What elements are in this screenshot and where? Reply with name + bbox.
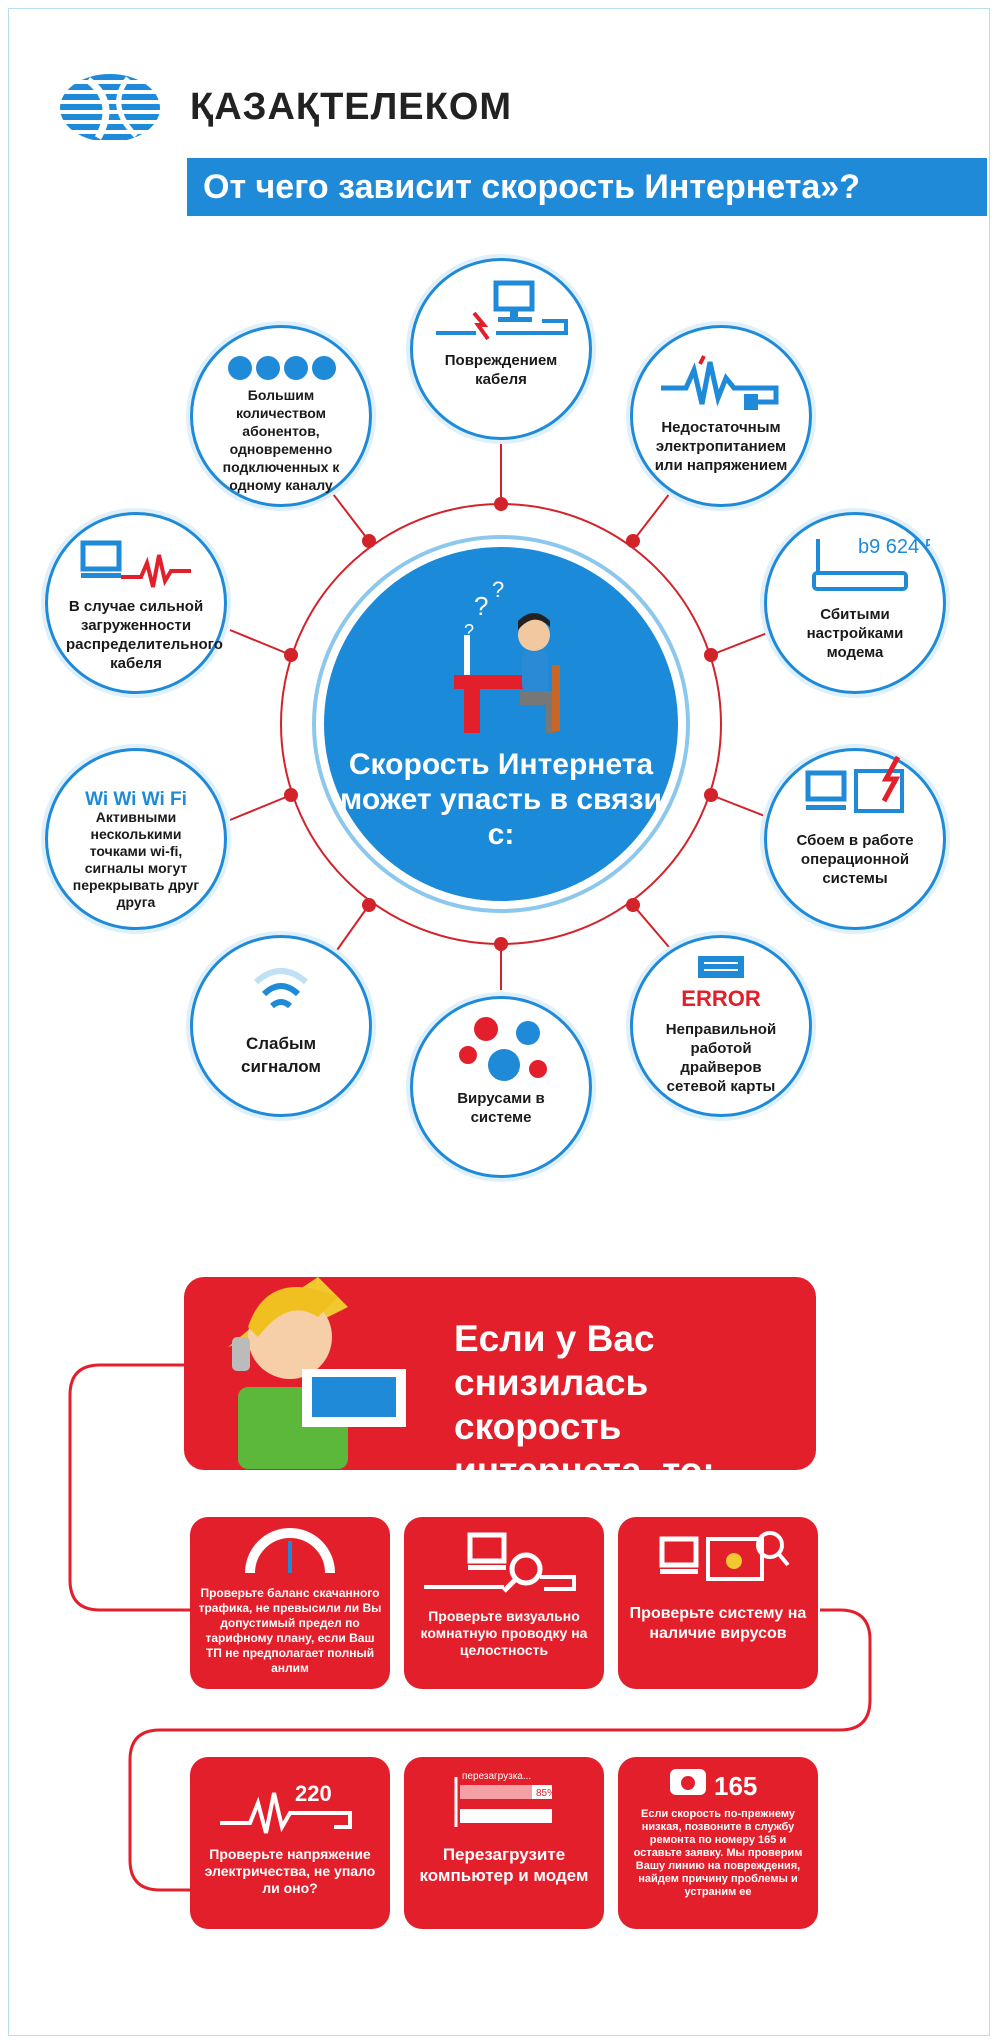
action-label: Проверьте баланс скачанного трафика, не …: [198, 1586, 382, 1675]
center-circle: ? ? ? Скорость Интернета может упасть в …: [316, 539, 686, 909]
action-traffic: Проверьте баланс скачанного трафика, не …: [190, 1517, 390, 1689]
cause-cable-load: В случае сильной загруженности распредел…: [45, 512, 227, 694]
cause-driver-error: ERROR Неправильной работой драйверов сет…: [630, 935, 812, 1117]
action-wiring: Проверьте визуально комнатную проводку н…: [404, 1517, 604, 1689]
modem-glyph: b9 624 5: [858, 536, 930, 558]
action-label: Проверьте напряжение электричества, не у…: [204, 1846, 376, 1896]
speedometer-icon: [245, 1528, 335, 1574]
phone-icon: 165: [670, 1769, 757, 1801]
cause-label: В случае сильной загруженности распредел…: [66, 598, 223, 672]
brand-name: ҚАЗАҚТЕЛЕКОМ: [190, 86, 513, 128]
person-phone-icon: [228, 1277, 406, 1469]
wifi-weak-icon: [254, 968, 308, 1009]
action-header: Если у Вас снизилась скорость интернета,…: [184, 1277, 816, 1491]
svg-text:?: ?: [474, 591, 488, 621]
page-title: От чего зависит скорость Интернета»?: [187, 158, 987, 216]
globe-icon: [60, 74, 160, 140]
center-text: Скорость Интернета может упасть в связи …: [340, 748, 662, 851]
action-voltage: 220 Проверьте напряжение электричества, …: [190, 1757, 390, 1929]
cause-cable-damage: Повреждением кабеля: [410, 258, 592, 440]
voltage-glyph: 220: [295, 1781, 332, 1806]
action-reboot: перезагрузка... 85% Перезагрузите компью…: [404, 1757, 604, 1929]
error-glyph: ERROR: [681, 986, 761, 1011]
reboot-progress: 85%: [536, 1788, 556, 1799]
power-plug-icon: [661, 355, 779, 410]
faces-icon: [228, 356, 336, 380]
reboot-glyph: перезагрузка...: [462, 1771, 531, 1782]
cause-label: Недостаточным электропитанием или напряж…: [654, 419, 788, 474]
cause-label: Повреждением кабеля: [444, 352, 558, 388]
brand-logo: [58, 72, 168, 149]
svg-text:?: ?: [464, 621, 474, 641]
voltage-icon: 220: [220, 1781, 352, 1834]
cause-label: Неправильной работой драйверов сетевой к…: [665, 1021, 777, 1095]
cause-label: Сбитыми настройками модема: [806, 606, 904, 661]
cause-label: Вирусами в системе: [457, 1090, 545, 1126]
action-virus-check: Проверьте систему на наличие вирусов: [618, 1517, 818, 1689]
magnifier-cable-icon: [424, 1532, 576, 1593]
cause-label: Активными несколькими точками wi-fi, сиг…: [72, 809, 200, 910]
cause-weak-signal: Слабым сигналом: [190, 935, 372, 1117]
monitor-lightning-icon: [805, 755, 904, 813]
cause-viruses: Вирусами в системе: [410, 996, 592, 1178]
reboot-icon: перезагрузка... 85%: [454, 1771, 556, 1827]
svg-text:?: ?: [492, 577, 504, 602]
wifi-logos-icon: Wi Wi Wi Fi: [85, 789, 187, 809]
page-frame: [8, 8, 990, 2036]
cause-label: Слабым сигналом: [240, 1034, 322, 1076]
action-call-support: 165 Если скорость по-прежнему низкая, по…: [618, 1757, 818, 1929]
confused-user-icon: ? ? ?: [454, 577, 560, 733]
modem-icon: b9 624 5: [812, 536, 930, 591]
monitor-cable-icon: [436, 280, 568, 341]
action-label: Если скорость по-прежнему низкая, позвон…: [633, 1808, 803, 1898]
action-label: Проверьте систему на наличие вирусов: [629, 1605, 807, 1642]
cause-label: Большим количеством абонентов, одновреме…: [222, 387, 340, 493]
cause-label: Сбоем в работе операционной системы: [796, 832, 914, 887]
cause-many-users: Большим количеством абонентов, одновреме…: [190, 325, 372, 507]
cause-os-failure: Сбоем в работе операционной системы: [764, 748, 946, 930]
action-title: Если у Вас снизилась скорость интернета,…: [454, 1318, 715, 1491]
cause-power: Недостаточным электропитанием или напряж…: [630, 325, 812, 507]
network-card-error-icon: ERROR: [681, 956, 761, 1011]
phone-number-glyph: 165: [714, 1771, 757, 1801]
monitor-wave-icon: [80, 540, 191, 588]
cause-modem: b9 624 5 Сбитыми настройками модема: [764, 512, 946, 694]
action-label: Проверьте визуально комнатную проводку н…: [420, 1608, 588, 1658]
cause-multiple-wifi: Wi Wi Wi Fi Активными несколькими точкам…: [45, 748, 227, 930]
wifi-glyph: Wi Wi Wi Fi: [85, 789, 187, 809]
action-label: Перезагрузите компьютер и модем: [419, 1845, 589, 1885]
virus-scan-icon: [659, 1531, 790, 1581]
virus-icon: [459, 1017, 547, 1081]
